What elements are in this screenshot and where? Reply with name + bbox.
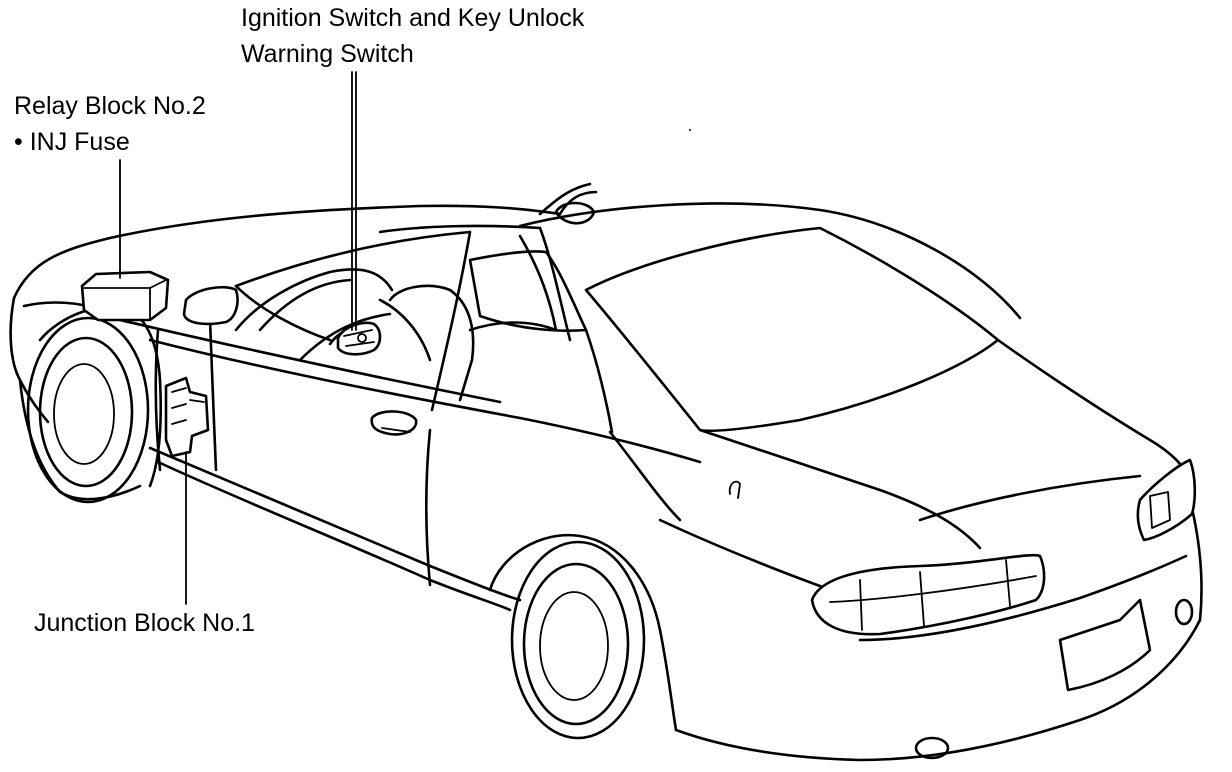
- ignition-switch-label-line2: Warning Switch: [241, 40, 414, 68]
- ignition-switch-label-line1: Ignition Switch and Key Unlock: [241, 4, 585, 32]
- car-body: [9, 182, 1203, 762]
- relay-block-label-line2: • INJ Fuse: [14, 128, 130, 156]
- junction-block-no1: [164, 376, 210, 458]
- junction-block-label: Junction Block No.1: [34, 609, 255, 637]
- relay-block-no2: [80, 270, 170, 322]
- speck: [689, 129, 691, 131]
- relay-block-label-line1: Relay Block No.2: [14, 92, 206, 120]
- leader-lines: [119, 71, 357, 605]
